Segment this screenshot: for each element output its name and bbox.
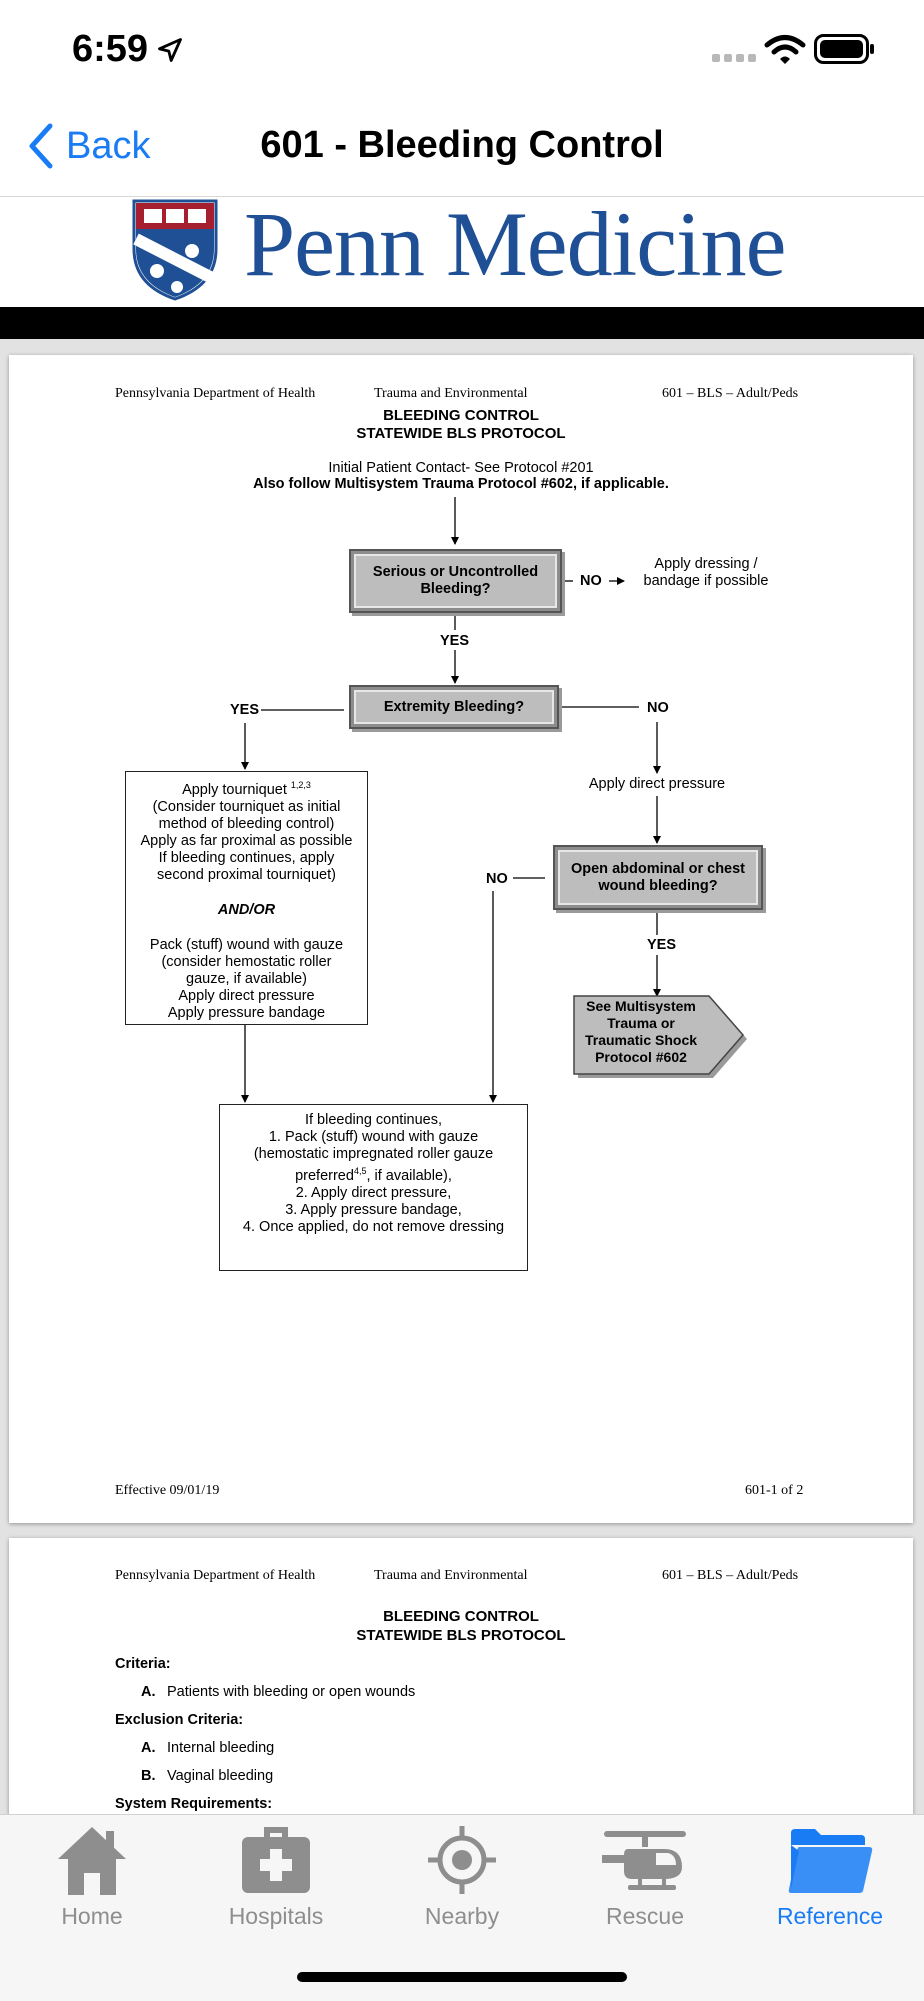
intro-line-1: Initial Patient Contact- See Protocol #2…	[328, 460, 594, 476]
logo-text: Penn Medicine	[244, 193, 786, 295]
header-left: Pennsylvania Department of Health	[115, 386, 316, 401]
continued-line: 1. Pack (stuff) wound with gauze	[268, 1129, 479, 1145]
exclusion-letter: B.	[141, 1768, 156, 1784]
protocol-subtitle: STATEWIDE BLS PROTOCOL	[356, 425, 566, 442]
tab-hospitals[interactable]: Hospitals	[184, 1815, 368, 1945]
criteria-text: Patients with bleeding or open wounds	[167, 1684, 416, 1700]
pack-line: Apply pressure bandage	[167, 1004, 326, 1021]
tourniquet-line: Apply tourniquet	[182, 781, 287, 798]
penn-medicine-logo: Penn Medicine	[0, 193, 924, 307]
footer-page-number: 601-1 of 2	[745, 1483, 804, 1498]
penn-shield-icon	[132, 199, 218, 301]
home-indicator	[297, 1972, 627, 1982]
continued-footnote: 4,5	[353, 1166, 367, 1176]
navigation-bar: Back 601 - Bleeding Control	[0, 98, 924, 197]
location-target-icon	[428, 1826, 496, 1894]
yes-label-open-wound: YES	[647, 937, 677, 953]
header-left: Pennsylvania Department of Health	[115, 1568, 316, 1583]
tourniquet-box: Apply tourniquet 1,2,3 (Consider tourniq…	[125, 771, 368, 1025]
tourniquet-line: If bleeding continues, apply	[158, 849, 335, 866]
pack-line: gauze, if available)	[186, 970, 307, 987]
header-center: Trauma and Environmental	[374, 386, 528, 401]
pack-line: Pack (stuff) wound with gauze	[149, 936, 344, 953]
protocol-title: BLEEDING CONTROL	[383, 407, 539, 424]
and-or-label: AND/OR	[217, 901, 276, 918]
protocol-title: BLEEDING CONTROL	[383, 1608, 539, 1625]
see-multisystem-text: See Multisystem Trauma or Traumatic Shoc…	[584, 998, 698, 1065]
header-right: 601 – BLS – Adult/Peds	[662, 386, 799, 401]
pack-line: Apply direct pressure	[178, 987, 315, 1004]
location-arrow-icon	[158, 38, 182, 62]
tab-label-hospitals: Hospitals	[228, 1903, 324, 1929]
tourniquet-line: (Consider tourniquet as initial	[152, 798, 341, 815]
pack-line: (consider hemostatic roller	[161, 953, 332, 970]
exclusion-item: A. Internal bleeding	[141, 1740, 274, 1757]
criteria-item: A. Patients with bleeding or open wounds	[141, 1684, 415, 1701]
battery-icon	[814, 34, 874, 64]
tab-label-rescue: Rescue	[606, 1903, 684, 1929]
system-requirements-heading: System Requirements:	[115, 1796, 273, 1812]
exclusion-text: Internal bleeding	[167, 1740, 275, 1756]
header-center: Trauma and Environmental	[374, 1568, 528, 1583]
tourniquet-line: Apply as far proximal as possible	[140, 832, 353, 849]
continued-line: 2. Apply direct pressure,	[295, 1184, 452, 1201]
continued-line: (hemostatic impregnated roller gauze	[253, 1146, 494, 1162]
criteria-heading: Criteria:	[115, 1656, 171, 1672]
tab-rescue[interactable]: Rescue	[553, 1815, 737, 1945]
footer-effective: Effective 09/01/19	[115, 1483, 220, 1498]
criteria-letter: A.	[141, 1684, 156, 1700]
status-time: 6:59	[72, 28, 149, 70]
wifi-icon	[764, 35, 806, 64]
house-icon	[58, 1827, 126, 1895]
continued-bleeding-box: If bleeding continues, 1. Pack (stuff) w…	[219, 1104, 528, 1271]
tab-reference[interactable]: Reference	[738, 1815, 922, 1945]
apply-direct-pressure-text: Apply direct pressure	[588, 776, 726, 792]
tab-home[interactable]: Home	[0, 1815, 184, 1945]
continued-line: 3. Apply pressure bandage,	[285, 1201, 462, 1218]
tourniquet-line: method of bleeding control)	[158, 815, 335, 832]
pdf-page-2: Pennsylvania Department of Health Trauma…	[9, 1538, 913, 1838]
continued-line: 4. Once applied, do not remove dressing	[242, 1218, 505, 1235]
back-button[interactable]: Back	[26, 122, 150, 170]
tourniquet-line: second proximal tourniquet)	[157, 866, 336, 883]
tourniquet-footnote: 1,2,3	[290, 780, 311, 790]
header-right: 601 – BLS – Adult/Peds	[662, 1568, 799, 1583]
no-label-serious: NO	[580, 573, 602, 589]
cellular-signal-icon	[712, 54, 756, 62]
tab-bar: Home Hospitals Nearby Rescue	[0, 1814, 924, 2001]
exclusion-letter: A.	[141, 1740, 156, 1756]
tab-label-nearby: Nearby	[424, 1903, 500, 1929]
tab-label-reference: Reference	[776, 1903, 884, 1929]
exclusion-heading: Exclusion Criteria:	[115, 1712, 244, 1728]
pdf-viewer[interactable]: Pennsylvania Department of Health Trauma…	[0, 339, 924, 1838]
divider-bar	[0, 307, 924, 339]
no-label-open-wound: NO	[486, 871, 508, 887]
open-wound-decision: Open abdominal or chest wound bleeding?	[553, 845, 763, 910]
intro-line-2: Also follow Multisystem Trauma Protocol …	[253, 476, 669, 492]
exclusion-item: B. Vaginal bleeding	[141, 1768, 273, 1785]
continued-line: preferred	[295, 1167, 354, 1184]
pdf-page-1: Pennsylvania Department of Health Trauma…	[9, 355, 913, 1523]
exclusion-text: Vaginal bleeding	[167, 1768, 274, 1784]
flowchart-connectors	[241, 497, 661, 1103]
protocol-subtitle: STATEWIDE BLS PROTOCOL	[356, 1627, 566, 1644]
folder-icon	[788, 1829, 873, 1893]
yes-label-extremity: YES	[230, 702, 260, 718]
see-multisystem-shape	[573, 995, 747, 1078]
back-label: Back	[66, 124, 151, 167]
status-bar: 6:59	[0, 0, 924, 98]
helicopter-icon	[602, 1831, 686, 1890]
first-aid-kit-icon	[242, 1827, 310, 1893]
tab-label-home: Home	[61, 1903, 123, 1929]
yes-label-serious: YES	[440, 633, 470, 649]
extremity-bleeding-decision: Extremity Bleeding?	[349, 685, 559, 729]
continued-line: If bleeding continues,	[304, 1112, 443, 1128]
tab-nearby[interactable]: Nearby	[370, 1815, 554, 1945]
serious-bleeding-decision: Serious or Uncontrolled Bleeding?	[349, 549, 562, 613]
apply-dressing-text: Apply dressing / bandage if possible	[643, 556, 769, 589]
no-label-extremity: NO	[647, 700, 669, 716]
page-title: 601 - Bleeding Control	[260, 124, 664, 166]
chevron-left-icon	[29, 123, 53, 169]
continued-line: , if available),	[366, 1167, 452, 1184]
